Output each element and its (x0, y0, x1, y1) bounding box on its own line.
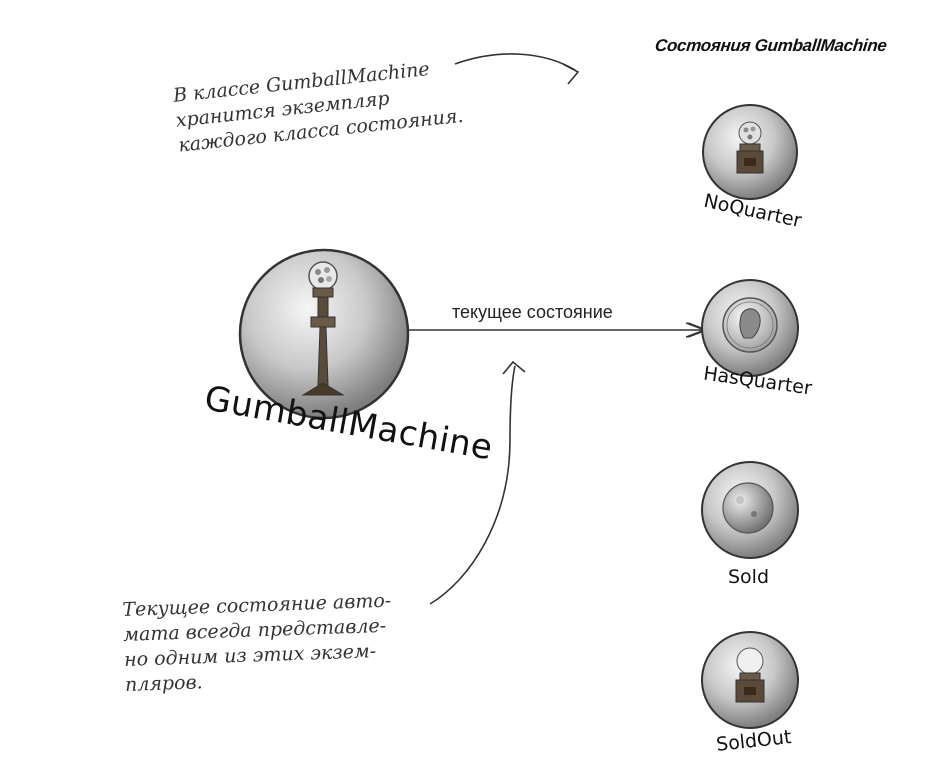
top-note-arrowhead (562, 63, 580, 85)
bottom-note-arrowhead (502, 360, 526, 375)
state-sold-sphere (701, 461, 799, 559)
gumball-machine-icon (736, 121, 764, 174)
gumball-machine-sphere (238, 248, 410, 420)
state-label-sold: Sold (728, 566, 770, 588)
gumball-machine-icon (301, 261, 345, 396)
state-soldout-sphere (701, 631, 799, 729)
empty-gumball-machine-icon (735, 647, 765, 703)
current-state-label: текущее состояние (452, 302, 613, 322)
quarter-coin-icon (722, 297, 778, 353)
top-note-arrow (454, 53, 576, 71)
state-noquarter-sphere (702, 104, 798, 200)
gumball-icon (722, 482, 774, 534)
state-hasquarter-sphere (701, 279, 799, 377)
states-title: Состояния GumballMachine (654, 36, 888, 55)
bottom-note-arrow (429, 365, 516, 605)
bottom-note: Текущее состояние авто- мата всегда пред… (122, 589, 394, 698)
